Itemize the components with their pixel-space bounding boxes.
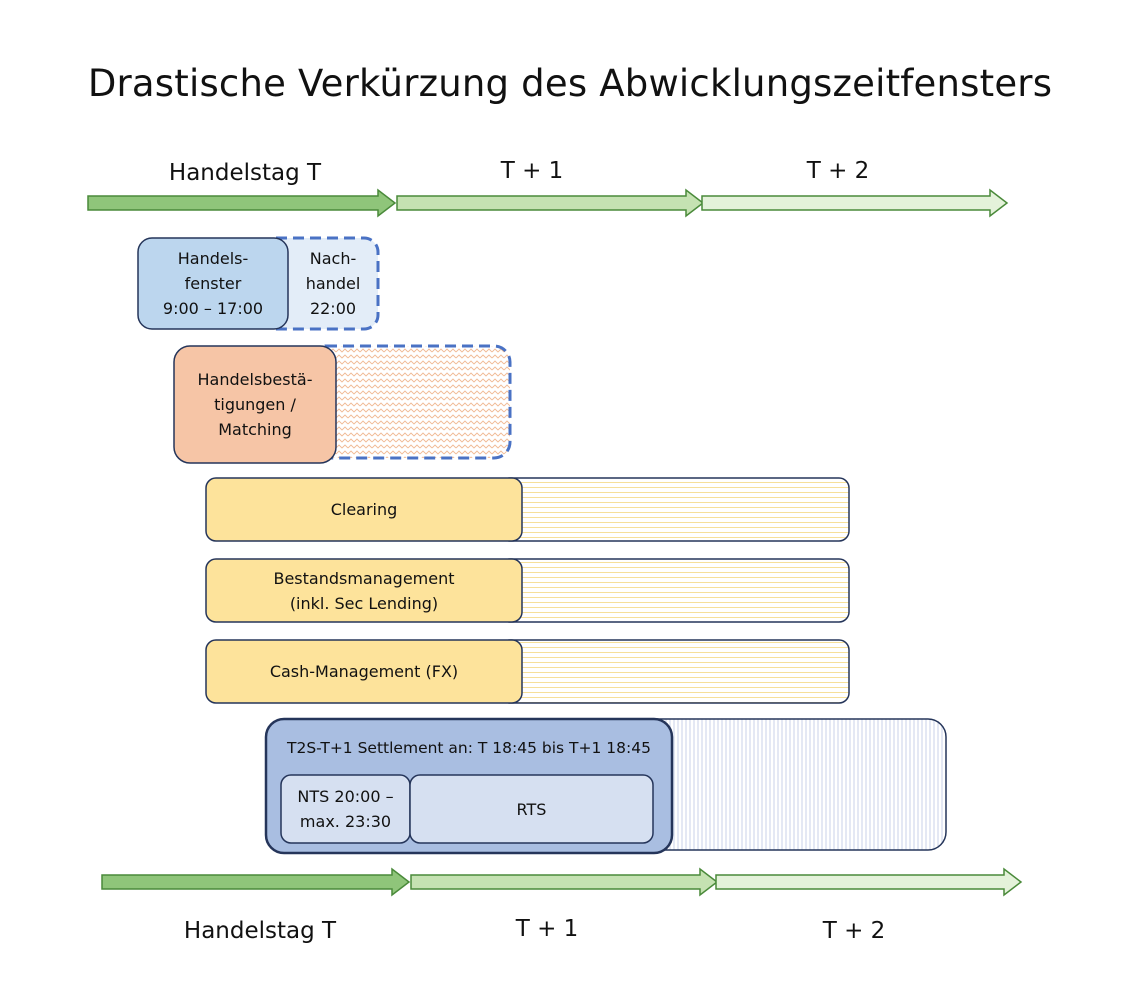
timeline-top	[87, 188, 1009, 218]
matching-line-2: tigungen /	[214, 395, 296, 414]
cash-extension-box	[499, 639, 850, 704]
timeline-top-arrow-t2	[701, 188, 1009, 218]
nachhandel-line-2: handel	[305, 274, 361, 293]
clearing-box	[205, 477, 523, 542]
nachhandel-label: Nach- handel 22:00	[290, 238, 376, 329]
timeline-top-arrow-t	[87, 188, 397, 218]
timeline-top-label-t1: T + 1	[500, 158, 564, 184]
page-title: Drastische Verkürzung des Abwicklungszei…	[87, 62, 1053, 105]
matching-box	[173, 345, 337, 464]
handelsfenster-line-2: fenster	[184, 274, 242, 293]
timeline-bottom-arrow-t	[101, 867, 411, 897]
timeline-top-label-t: Handelstag T	[168, 160, 322, 186]
matching-line-1: Handelsbestä-	[197, 370, 313, 389]
bestand-extension-box	[499, 558, 850, 623]
handelsfenster-line-1: Handels-	[177, 249, 249, 268]
t2s-header: T2S-T+1 Settlement an: T 18:45 bis T+1 1…	[287, 738, 651, 757]
clearing-extension-box	[499, 477, 850, 542]
nachhandel-box	[260, 236, 380, 331]
timeline-top-arrow-t1	[396, 188, 705, 218]
timeline-bottom	[101, 867, 1023, 897]
cash-box	[205, 639, 523, 704]
rts-label: RTS	[516, 799, 547, 819]
cash-label: Cash-Management (FX)	[269, 662, 459, 681]
handelsfenster-box	[137, 237, 289, 330]
timeline-bottom-arrow-t1	[410, 867, 719, 897]
bestand-line-2: (inkl. Sec Lending)	[289, 593, 439, 613]
bestand-line-1: Bestandsmanagement	[273, 568, 455, 588]
timeline-bottom-label-t: Handelstag T	[183, 918, 337, 944]
timeline-bottom-arrow-t2	[715, 867, 1023, 897]
bestand-box	[205, 558, 523, 623]
timeline-bottom-label-t2: T + 2	[822, 918, 886, 944]
bestand-label: Bestandsmanagement (inkl. Sec Lending)	[206, 559, 522, 622]
rts-box	[409, 774, 654, 844]
matching-line-3: Matching	[218, 420, 292, 439]
nts-line-1: NTS 20:00 –	[297, 787, 394, 806]
timeline-bottom-label-t1: T + 1	[515, 916, 579, 942]
handelsfenster-label: Handels- fenster 9:00 – 17:00	[138, 238, 288, 329]
nts-line-2: max. 23:30	[299, 812, 392, 831]
nts-label: NTS 20:00 – max. 23:30	[281, 775, 410, 843]
handelsfenster-line-3: 9:00 – 17:00	[162, 299, 264, 318]
matching-extension-box	[308, 344, 512, 460]
timeline-top-label-t2: T + 2	[806, 158, 870, 184]
nachhandel-line-3: 22:00	[309, 299, 357, 318]
matching-label: Handelsbestä- tigungen / Matching	[174, 346, 336, 463]
nachhandel-line-1: Nach-	[309, 249, 357, 268]
clearing-label: Clearing	[330, 500, 398, 519]
